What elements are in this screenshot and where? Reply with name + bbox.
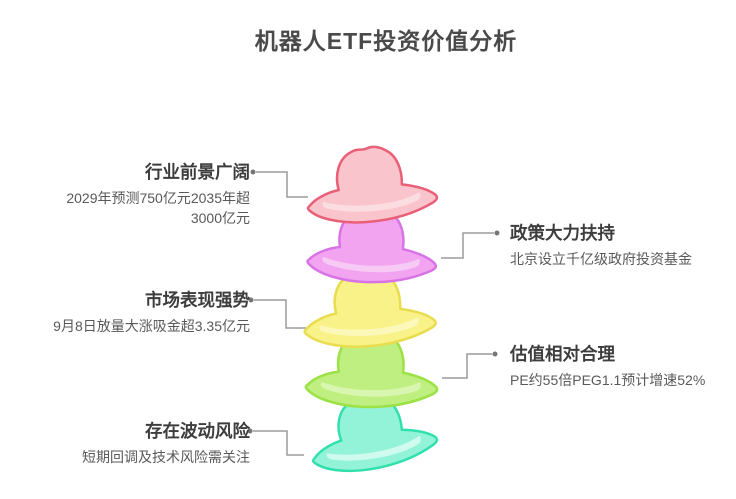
label-policy-desc: 北京设立千亿级政府投资基金 — [510, 250, 692, 267]
label-risk-desc: 短期回调及技术风险需关注 — [82, 448, 250, 465]
connector-industry — [250, 169, 308, 198]
connector-risk — [247, 428, 304, 456]
connector-policy — [441, 230, 500, 259]
label-industry-desc: 2029年预测750亿元2035年超3000亿元 — [66, 189, 250, 226]
label-industry: 行业前景广阔 2029年预测750亿元2035年超3000亿元 — [50, 160, 250, 228]
hat-pink — [299, 134, 443, 233]
connector-market — [248, 297, 306, 329]
label-industry-title: 行业前景广阔 — [145, 162, 250, 182]
hat-magenta-highlight — [322, 256, 420, 273]
hat-yellow — [297, 260, 441, 355]
hat-green-highlight — [320, 381, 421, 397]
label-policy: 政策大力扶持 北京设立千亿级政府投资基金 — [510, 221, 730, 269]
hat-pink-highlight — [322, 191, 421, 212]
hat-yellow-highlight — [319, 316, 419, 336]
hat-cyan-body — [311, 394, 439, 473]
connector-valuation — [442, 351, 498, 379]
label-market: 市场表现强势 9月8日放量大涨吸金超3.35亿元 — [50, 288, 250, 336]
label-policy-title: 政策大力扶持 — [510, 223, 615, 243]
label-risk: 存在波动风险 短期回调及技术风险需关注 — [50, 419, 250, 467]
label-valuation-title: 估值相对合理 — [510, 344, 615, 364]
label-risk-title: 存在波动风险 — [145, 421, 250, 441]
page-title: 机器人ETF投资价值分析 — [254, 28, 518, 54]
label-market-title: 市场表现强势 — [145, 290, 250, 310]
label-valuation-desc: PE约55倍PEG1.1预计增速52% — [510, 371, 706, 388]
hat-cyan — [299, 377, 445, 487]
hat-pink-body — [306, 145, 439, 224]
hat-cyan-highlight — [326, 435, 421, 461]
label-valuation: 估值相对合理 PE约55倍PEG1.1预计增速52% — [510, 342, 730, 390]
label-market-desc: 9月8日放量大涨吸金超3.35亿元 — [53, 317, 250, 334]
